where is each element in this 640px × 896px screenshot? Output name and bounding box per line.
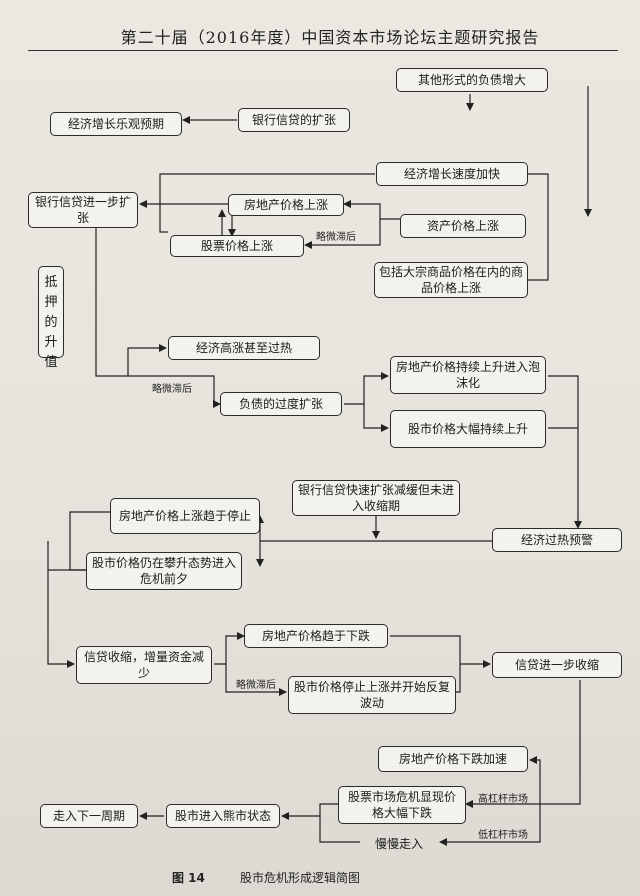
box-re-stop: 房地产价格上涨趋于停止	[110, 498, 260, 534]
box-collateral: 抵押的升值	[38, 266, 64, 370]
arrow-to-slow	[439, 804, 541, 846]
arrow-bubble-right	[548, 375, 582, 529]
box-econ-optimism: 经济增长乐观预期	[50, 112, 182, 136]
box-asset-price-rise: 资产价格上涨	[400, 214, 526, 238]
box-overheat: 经济高涨甚至过热	[168, 336, 320, 360]
arrow-asset-to-re	[343, 200, 400, 220]
box-re-bubble: 房地产价格持续上升进入泡沫化	[390, 356, 546, 394]
label-lag-3: 略微滞后	[236, 680, 276, 691]
box-credit-slowing: 银行信贷快速扩张减缓但未进入收缩期	[292, 480, 460, 516]
box-real-estate-rise: 房地产价格上涨	[228, 194, 344, 216]
arrow-to-overheat	[127, 344, 167, 376]
box-re-fall-accel: 房地产价格下跌加速	[378, 746, 528, 772]
box-stock-stop: 股市价格停止上涨并开始反复波动	[288, 676, 456, 714]
box-overheat-warning: 经济过热预警	[492, 528, 622, 552]
arrow-contract-split2	[225, 664, 287, 696]
header-rule	[28, 50, 618, 51]
arrow-growth-right	[528, 173, 549, 281]
box-stock-crash: 股票市场危机显现价格大幅下跌	[338, 786, 466, 824]
arrow-to-re-fall-accel	[529, 756, 541, 804]
arrow-stock-stop-right	[456, 664, 461, 693]
box-bear-market: 股市进入熊市状态	[166, 804, 280, 828]
label-high-leverage: 高杠杆市场	[478, 794, 528, 805]
box-re-fall: 房地产价格趋于下跌	[244, 624, 388, 648]
figure-number: 图 14	[172, 871, 205, 885]
arrow-crash-left	[281, 803, 340, 820]
arrow-slow-left	[319, 816, 360, 843]
arrow-credit-down	[95, 226, 221, 408]
arrow-contract-down	[500, 680, 581, 805]
label-lag-2: 略微滞后	[152, 384, 192, 395]
box-stock-crisis-eve: 股市价格仍在攀升态势进入危机前夕	[86, 552, 242, 590]
box-econ-growth-accel: 经济增长速度加快	[376, 162, 528, 186]
box-next-cycle: 走入下一周期	[40, 804, 138, 828]
box-slow-exit: 慢慢走入	[374, 837, 423, 851]
box-stock-rise: 股票价格上涨	[170, 235, 304, 257]
arrow-left-down	[47, 541, 75, 668]
label-lag-1: 略微滞后	[316, 232, 356, 243]
box-credit-further-contract: 信贷进一步收缩	[492, 652, 622, 678]
page-header: 第二十届（2016年度）中国资本市场论坛主题研究报告	[120, 28, 540, 47]
box-bank-credit: 银行信贷的扩张	[238, 108, 350, 132]
figure-title: 股市危机形成逻辑简图	[240, 871, 361, 885]
box-credit-contract: 信贷收缩，增量资金减少	[76, 646, 212, 684]
box-debt-expansion: 负债的过度扩张	[220, 392, 342, 416]
label-low-leverage: 低杠杆市场	[478, 830, 528, 841]
arrow-to-further-contract	[390, 635, 491, 668]
arrow-contract-split	[214, 632, 245, 665]
arrow-growth-to-left	[159, 173, 375, 233]
box-stock-surge: 股市价格大幅持续上升	[390, 410, 546, 448]
arrow-asset-to-stock	[304, 219, 381, 249]
box-commodity-rise: 包括大宗商品价格在内的商品价格上涨	[374, 262, 528, 298]
arrow-debt-split2	[363, 404, 389, 432]
arrow-debt-split	[344, 372, 389, 405]
box-other-debt: 其他形式的负债增大	[396, 68, 548, 92]
box-bank-credit-further: 银行信贷进一步扩张	[28, 192, 138, 228]
